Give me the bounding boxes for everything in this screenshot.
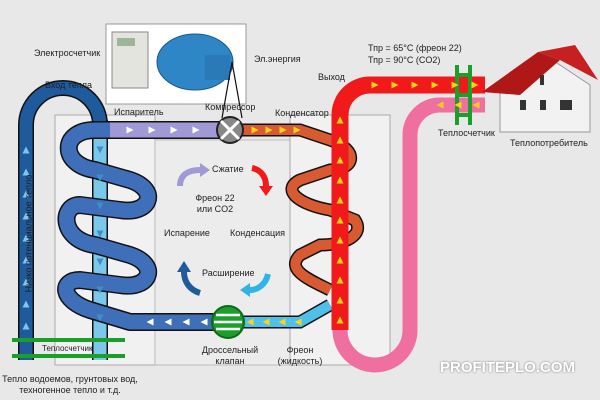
flow-arrow-icon	[126, 126, 134, 134]
flow-arrow-icon	[96, 146, 104, 154]
evaporation-arrow-icon	[181, 271, 202, 296]
label-electric-energy: Эл.энергия	[254, 54, 301, 64]
flow-arrow-icon	[472, 101, 480, 109]
label-condenser: Конденсатор	[275, 108, 329, 118]
flow-arrow-icon	[471, 81, 479, 89]
compression-arrow-icon	[177, 167, 201, 187]
label-heat-sources: Тепло водоемов, грунтовых вод,техногенно…	[0, 374, 140, 396]
flow-arrow-icon	[411, 81, 419, 89]
flow-arrow-icon	[451, 81, 459, 89]
flow-arrow-icon	[22, 234, 30, 242]
flow-arrow-icon	[22, 322, 30, 330]
flow-arrow-icon	[278, 318, 286, 326]
flow-arrow-icon	[251, 126, 259, 134]
label-temp-co2: Тпр = 90°C (CO2)	[368, 55, 441, 65]
flow-arrow-icon	[96, 286, 104, 294]
refrigerant-line1: Фреон 22	[195, 193, 235, 203]
flow-arrow-icon	[293, 126, 301, 134]
power-wire	[221, 61, 243, 119]
flow-arrow-icon	[336, 256, 344, 264]
flow-arrow-icon	[22, 300, 30, 308]
flow-arrow-icon	[431, 81, 439, 89]
expansion-arrow-icon	[249, 273, 271, 293]
condensation-arrow-icon	[251, 165, 269, 187]
freon-liquid-line1: Фреон	[286, 345, 314, 355]
flow-arrow-icon	[336, 156, 344, 164]
motor-body	[205, 55, 230, 80]
label-temp-freon22: Тпр = 65°C (фреон 22)	[368, 43, 462, 53]
flow-arrow-icon	[200, 318, 208, 326]
label-condensation: Конденсация	[230, 228, 286, 238]
flow-arrow-icon	[336, 296, 344, 304]
label-low-potential-heat: Низко потенциальное тепло	[23, 174, 34, 293]
compressor-icon	[216, 116, 244, 144]
label-evaporation: Испарение	[164, 228, 210, 238]
heat-meter-bottom	[12, 338, 125, 358]
label-expansion: Расширение	[202, 268, 255, 278]
flow-arrow-icon	[170, 126, 178, 134]
refrigerant-line2: или CO2	[196, 204, 234, 214]
throttle-line1: Дроссельный	[201, 345, 259, 355]
flow-arrow-icon	[22, 146, 30, 154]
heat-meter-top	[455, 65, 472, 125]
label-heat-meter-bottom: Теплосчетчик	[42, 344, 93, 353]
flow-arrow-icon	[22, 278, 30, 286]
flow-arrow-icon	[336, 116, 344, 124]
label-heat-meter-top: Теплосчетчик	[438, 128, 495, 138]
flow-arrow-icon	[371, 81, 379, 89]
flow-arrow-icon	[336, 136, 344, 144]
supply-pipe	[331, 76, 485, 330]
flow-arrow-icon	[336, 216, 344, 224]
heat-sources-line2: техногенное тепло и т.д.	[19, 385, 121, 395]
label-electric-meter: Электросчетчик	[34, 48, 101, 58]
flow-arrow-icon	[22, 190, 30, 198]
flow-arrow-icon	[192, 126, 200, 134]
watermark: PROFITEPLO.COM	[440, 359, 575, 376]
flow-arrow-icon	[96, 202, 104, 210]
flow-arrow-icon	[246, 318, 254, 326]
flow-arrow-icon	[22, 256, 30, 264]
flow-arrow-icon	[279, 126, 287, 134]
flow-arrow-icon	[146, 318, 154, 326]
throttle-valve-icon	[211, 305, 245, 339]
flow-arrow-icon	[182, 318, 190, 326]
flow-arrow-icon	[391, 81, 399, 89]
flow-arrow-icon	[294, 318, 302, 326]
flow-arrow-icon	[262, 318, 270, 326]
return-pipe	[332, 97, 485, 373]
flow-arrow-icon	[22, 212, 30, 220]
label-freon-liquid: Фреон(жидкость)	[270, 345, 330, 367]
flow-arrow-icon	[336, 176, 344, 184]
flow-arrow-icon	[336, 276, 344, 284]
label-compression: Сжатие	[212, 164, 244, 174]
heat-sources-line1: Тепло водоемов, грунтовых вод,	[2, 374, 138, 384]
label-compressor: Компрессор	[205, 102, 256, 112]
house-icon	[482, 45, 598, 133]
flow-arrow-icon	[96, 314, 104, 322]
label-output: Выход	[318, 72, 345, 82]
throttle-line2: клапан	[215, 356, 245, 366]
flow-arrow-icon	[336, 196, 344, 204]
label-heat-consumer: Теплопотребитель	[510, 138, 588, 148]
flow-arrow-icon	[96, 258, 104, 266]
flow-arrow-icon	[336, 316, 344, 324]
flow-arrow-icon	[96, 174, 104, 182]
label-evaporator: Испаритель	[114, 107, 164, 117]
flow-arrow-icon	[22, 168, 30, 176]
flow-arrow-icon	[148, 126, 156, 134]
freon-liquid-line2: (жидкость)	[277, 356, 323, 366]
flow-arrow-icon	[436, 101, 444, 109]
flow-arrow-icon	[336, 236, 344, 244]
flow-arrow-icon	[454, 101, 462, 109]
flow-arrow-icon	[164, 318, 172, 326]
flow-arrow-icon	[265, 126, 273, 134]
meter-display	[117, 38, 135, 46]
flow-arrow-icon	[96, 230, 104, 238]
label-heat-input: Вход тепла	[45, 80, 93, 90]
